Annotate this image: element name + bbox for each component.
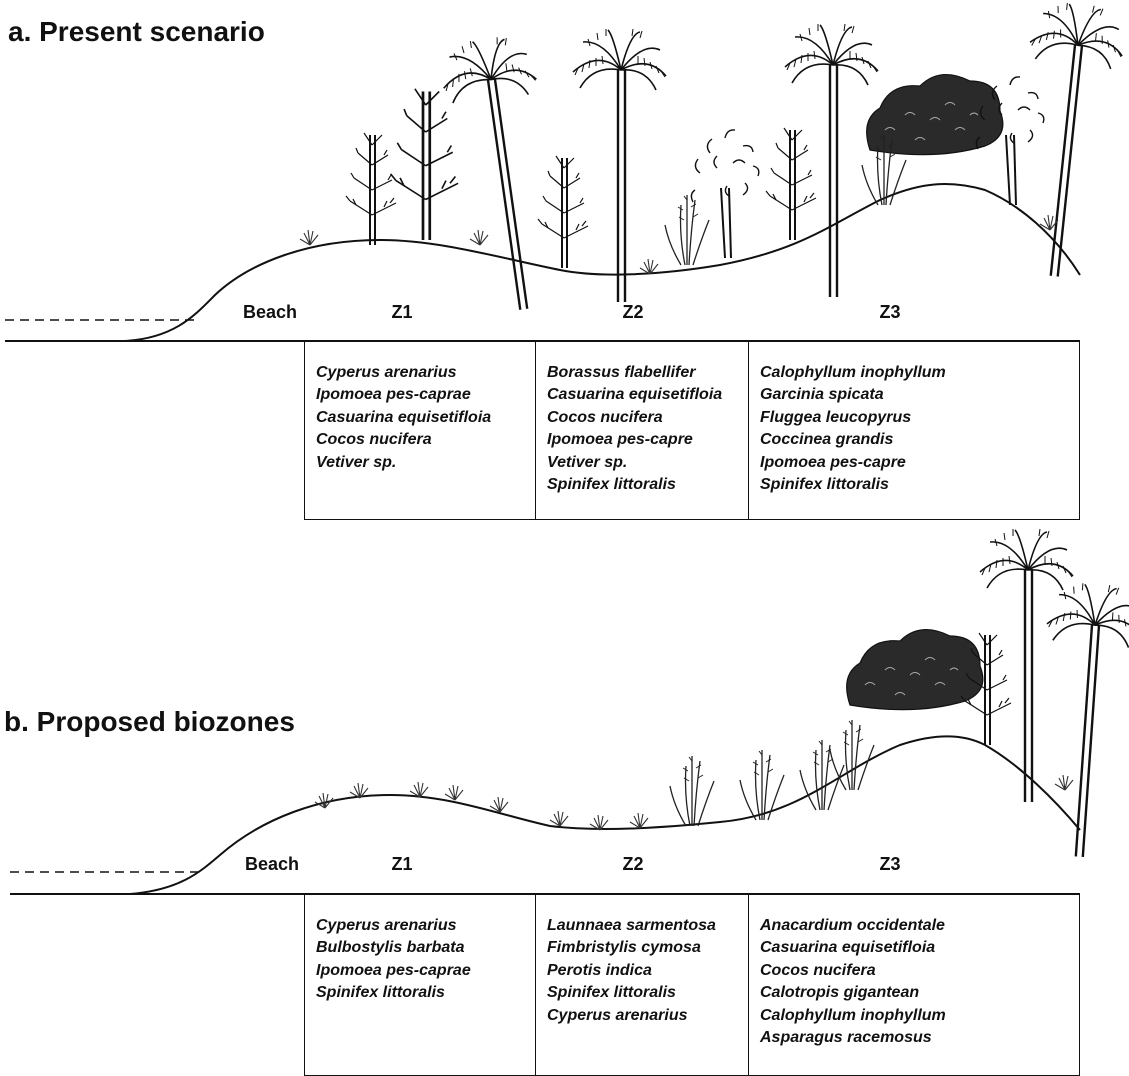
species-name: Ipomoea pes-capre: [547, 431, 693, 449]
species-name: Vetiver sp.: [316, 453, 397, 471]
species-name: Asparagus racemosus: [760, 1029, 932, 1047]
panel-a-zone-label-z3: Z3: [879, 302, 901, 322]
species-name: Cyperus arenarius: [316, 917, 457, 934]
species-name: Spinifex littoralis: [316, 984, 445, 1002]
panel-b-zone-label-z2: Z2: [622, 854, 644, 874]
species-name: Launnaea sarmentosa: [547, 917, 716, 934]
species-name: Anacardium occidentale: [760, 917, 945, 934]
species-name: Calophyllum inophyllum: [760, 1006, 946, 1024]
species-name: Ipomoea pes-caprae: [316, 961, 471, 979]
dune-profile-a: [124, 183, 1081, 342]
species-name: Cocos nucifera: [547, 408, 663, 426]
species-name: Bulbostylis barbata: [316, 939, 465, 957]
species-name: Casuarina equisetifloia: [316, 408, 492, 426]
species-name: Calophyllum inophyllum: [760, 364, 946, 381]
species-name: Fimbristylis cymosa: [547, 939, 701, 957]
panel-a-zone-label-z1: Z1: [391, 302, 413, 322]
panel-b-zone-z2-cell: Launnaea sarmentosa Fimbristylis cymosa …: [535, 895, 748, 1075]
panel-b-zone-label-z3: Z3: [879, 854, 901, 874]
panel-a-beach-label: Beach: [243, 302, 298, 322]
panel-a-title: a. Present scenario: [8, 16, 265, 47]
species-name: Vetiver sp.: [547, 453, 628, 471]
species-name: Cyperus arenarius: [316, 364, 457, 381]
panel-b-zone-z1-cell: Cyperus arenarius Bulbostylis barbata Ip…: [305, 895, 535, 1075]
species-name: Cocos nucifera: [760, 961, 876, 979]
dune-profile-b: [129, 735, 1081, 895]
panel-b-zone-label-z1: Z1: [391, 854, 413, 874]
species-name: Spinifex littoralis: [547, 984, 676, 1002]
panel-b-species-table: Cyperus arenarius Bulbostylis barbata Ip…: [304, 894, 1080, 1076]
panel-a-zone-z1-cell: Cyperus arenarius Ipomoea pes-caprae Cas…: [305, 342, 535, 519]
panel-a-illustration: [5, 0, 1129, 342]
species-name: Fluggea leucopyrus: [760, 408, 912, 426]
species-name: Garcinia spicata: [760, 386, 884, 404]
panel-a-zone-label-z2: Z2: [622, 302, 644, 322]
species-name: Calotropis gigantean: [760, 984, 920, 1002]
species-name: Casuarina equisetifloia: [760, 939, 936, 957]
panel-b-zone-z3-cell: Anacardium occidentale Casuarina equiset…: [748, 895, 1079, 1075]
panel-a-zone-z3-cell: Calophyllum inophyllum Garcinia spicata …: [748, 342, 1079, 519]
species-name: Spinifex littoralis: [760, 476, 889, 494]
species-name: Borassus flabellifer: [547, 364, 696, 381]
panel-b-beach-label: Beach: [245, 854, 300, 874]
species-name: Coccinea grandis: [760, 431, 894, 449]
species-name: Ipomoea pes-caprae: [316, 386, 471, 404]
panel-b-title: b. Proposed biozones: [4, 706, 295, 737]
species-name: Ipomoea pes-capre: [760, 453, 906, 471]
species-name: Casuarina equisetifloia: [547, 386, 723, 404]
panel-a-species-table: Cyperus arenarius Ipomoea pes-caprae Cas…: [304, 341, 1080, 520]
panel-a-zone-z2-cell: Borassus flabellifer Casuarina equisetif…: [535, 342, 748, 519]
species-name: Spinifex littoralis: [547, 476, 676, 494]
species-name: Perotis indica: [547, 961, 652, 979]
species-name: Cocos nucifera: [316, 431, 432, 449]
species-name: Cyperus arenarius: [547, 1006, 688, 1024]
